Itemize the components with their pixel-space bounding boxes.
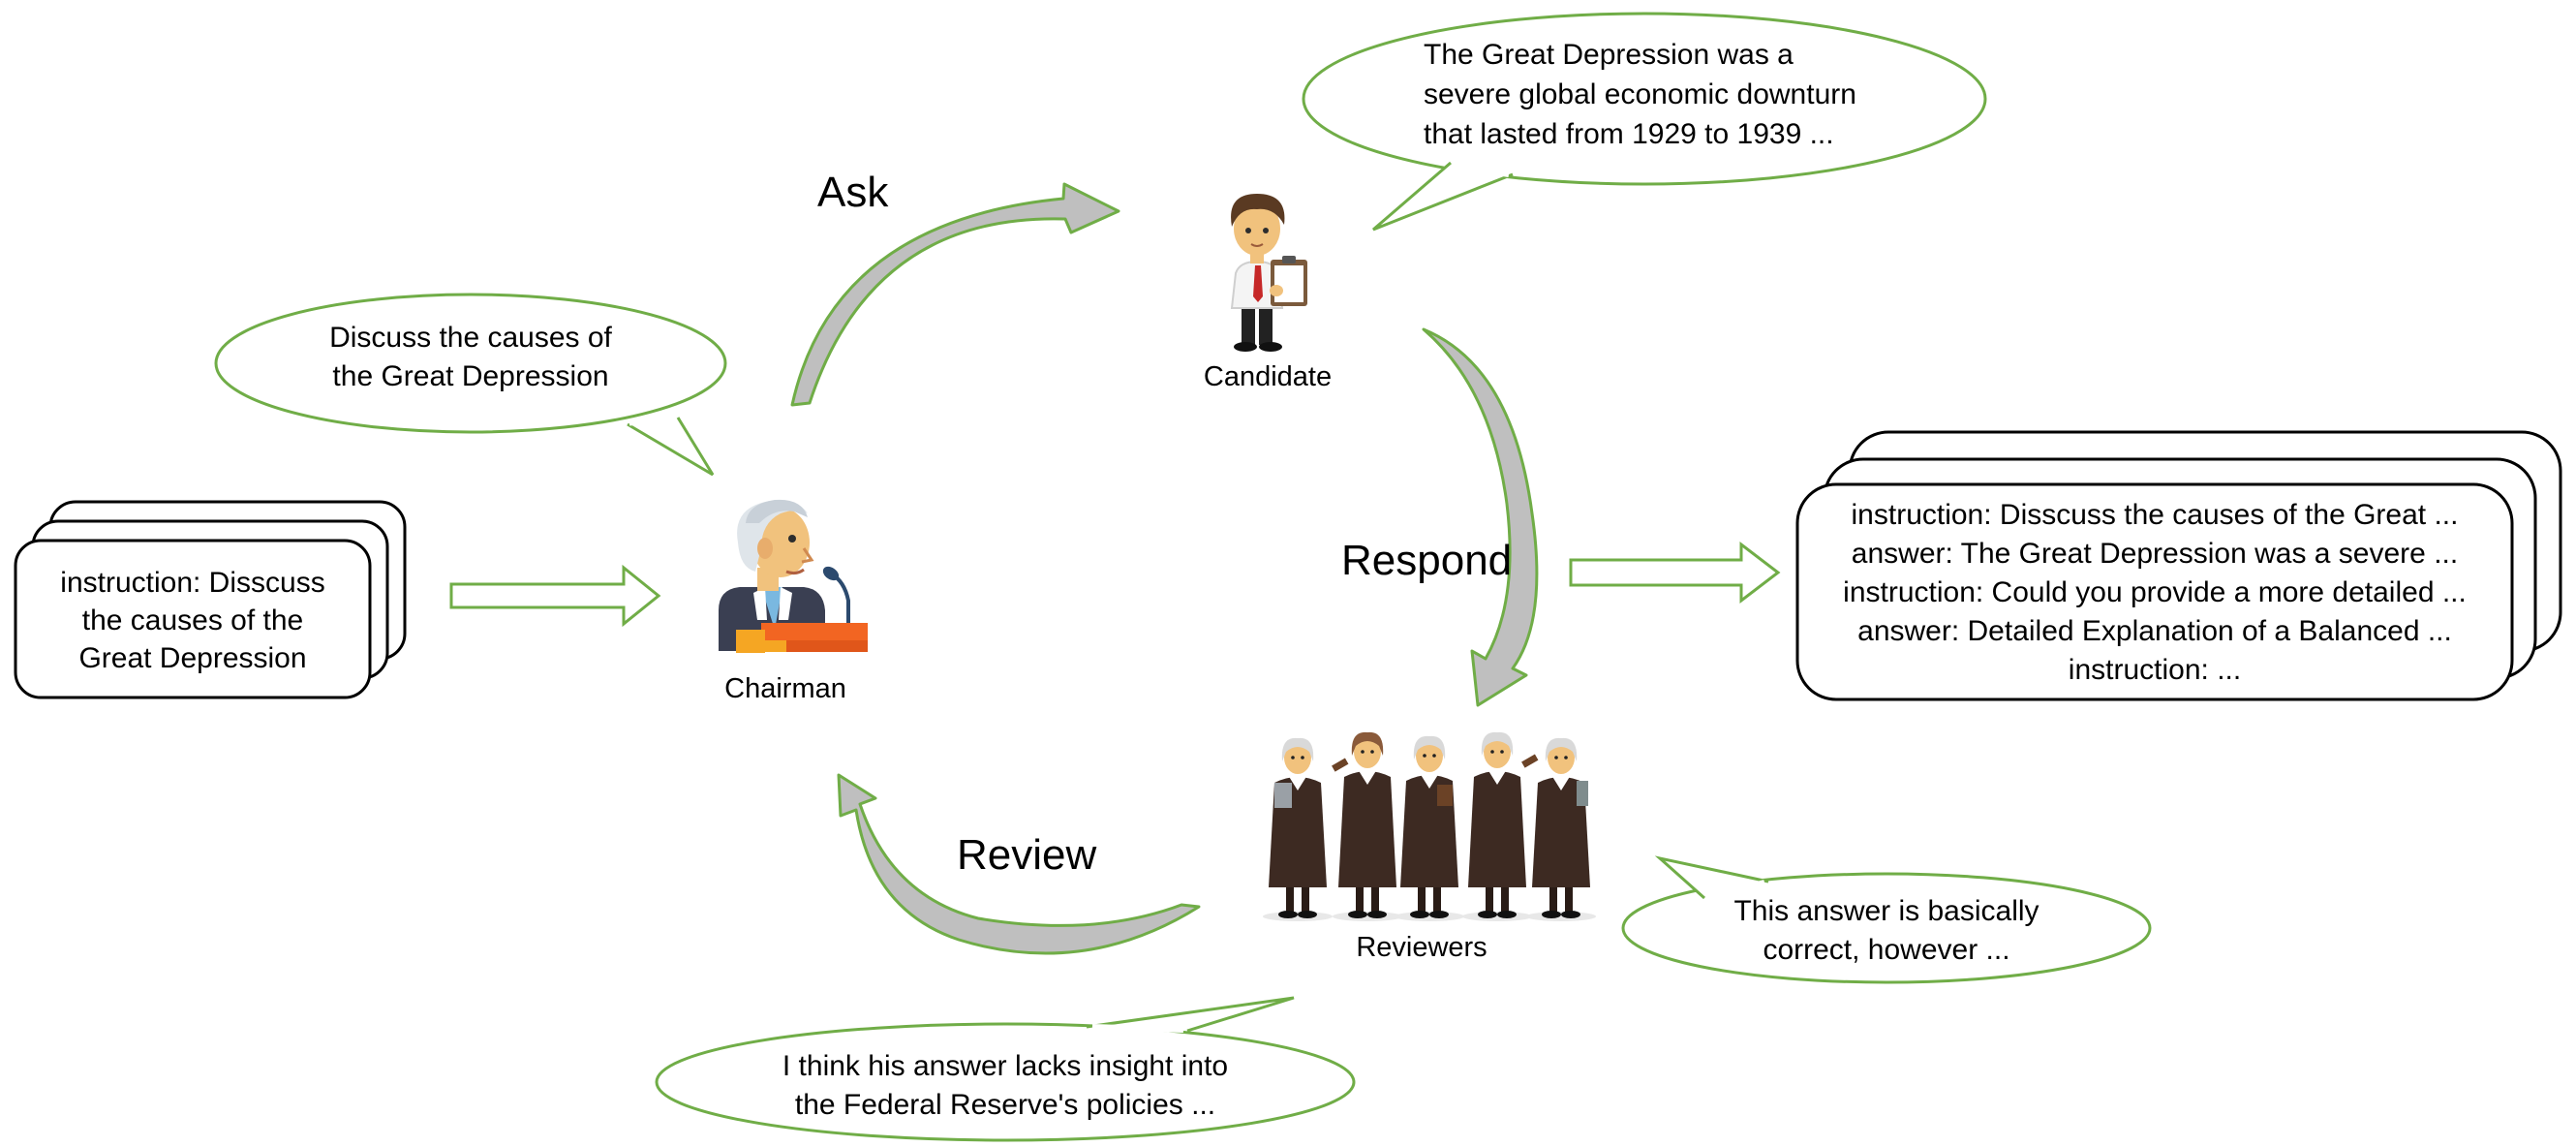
reviewer-right-bubble-line: correct, however ... <box>1763 934 2009 966</box>
candidate-bubble-line: that lasted from 1929 to 1939 ... <box>1424 118 1834 150</box>
book-icon <box>1437 785 1453 806</box>
chairman-bubble-line: the Great Depression <box>332 360 608 392</box>
input-line: the causes of the <box>82 604 304 636</box>
output-line: answer: Detailed Explanation of a Balanc… <box>1857 615 2452 647</box>
respond-arrow <box>1422 327 1539 707</box>
judges-group-icon <box>1263 731 1596 921</box>
ask-arrow <box>790 182 1120 407</box>
output-line: instruction: ... <box>2069 654 2241 686</box>
chairman-label: Chairman <box>724 673 846 704</box>
respond-label: Respond <box>1341 537 1512 584</box>
judge-figure <box>1395 735 1464 921</box>
judge-figure <box>1333 731 1402 921</box>
input-card <box>14 539 372 699</box>
candidate-speech-bubble: The Great Depression was a severe global… <box>1302 12 1987 232</box>
candidate-label: Candidate <box>1204 361 1332 392</box>
reviewer-bottom-bubble-line: the Federal Reserve's policies ... <box>795 1089 1215 1121</box>
input-line: Great Depression <box>78 642 306 674</box>
judge-figure <box>1263 737 1333 921</box>
output-line: instruction: Disscuss the causes of the … <box>1852 499 2459 531</box>
ask-label: Ask <box>817 169 889 216</box>
judge-figure <box>1462 731 1532 921</box>
output-card <box>1795 482 2514 701</box>
reviewers-label: Reviewers <box>1356 932 1487 963</box>
book-icon <box>1274 783 1292 808</box>
chairman-speech-bubble: Discuss the causes of the Great Depressi… <box>214 293 727 477</box>
candidate-bubble-line: The Great Depression was a <box>1424 39 1794 71</box>
judge-figure <box>1526 737 1596 921</box>
review-arrow <box>837 773 1201 955</box>
reviewer-bottom-speech-bubble: I think his answer lacks insight into th… <box>655 996 1356 1142</box>
output-document-stack: instruction: Disscuss the causes of the … <box>1795 430 2562 701</box>
input-to-chairman-arrow <box>449 564 661 628</box>
candidate-bubble-line: severe global economic downturn <box>1424 78 1856 110</box>
input-line: instruction: Disscuss <box>60 567 324 599</box>
respond-to-output-arrow <box>1569 541 1781 604</box>
review-label: Review <box>957 831 1096 879</box>
candidate-with-clipboard-icon <box>1230 194 1307 352</box>
output-line: instruction: Could you provide a more de… <box>1843 576 2467 608</box>
gavel-icon <box>1521 754 1539 768</box>
reviewer-right-bubble-line: This answer is basically <box>1733 895 2039 927</box>
reviewer-right-speech-bubble: This answer is basically correct, howeve… <box>1621 855 2152 984</box>
gavel-icon <box>1332 758 1349 772</box>
input-document-stack: instruction: Disscuss the causes of the … <box>14 500 407 699</box>
output-line: answer: The Great Depression was a sever… <box>1852 538 2458 570</box>
chairman-bubble-line: Discuss the causes of <box>329 322 612 354</box>
chairman-at-podium-icon <box>719 499 868 653</box>
book-icon <box>1577 781 1588 806</box>
reviewer-bottom-bubble-line: I think his answer lacks insight into <box>782 1050 1228 1082</box>
